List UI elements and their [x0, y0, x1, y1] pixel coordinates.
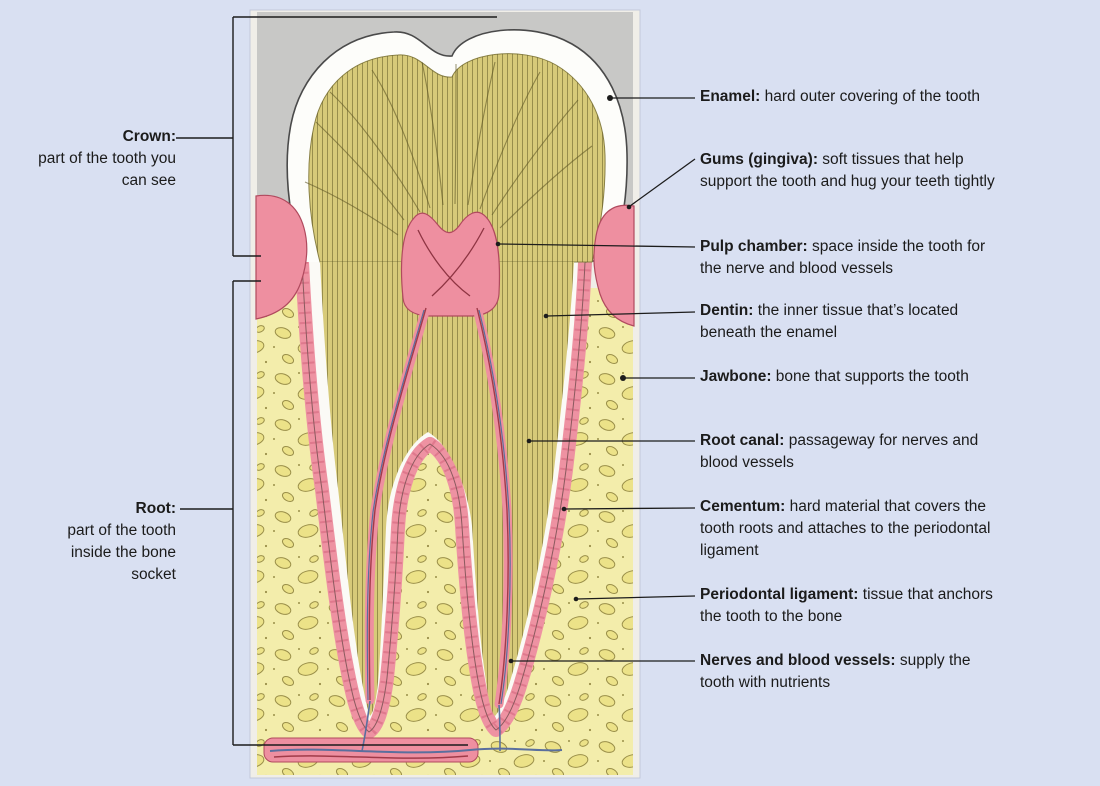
label-root-term: Root: [135, 500, 176, 517]
gum-right [593, 204, 635, 327]
label-nerves-vessels-term: Nerves and blood vessels: [700, 652, 896, 669]
label-root: Root: part of the tooth inside the bone … [26, 498, 176, 586]
label-enamel: Enamel: hard outer covering of the tooth [700, 86, 1002, 108]
label-crown-term: Crown: [122, 128, 176, 145]
label-cementum-term: Cementum: [700, 498, 786, 515]
dentin-tubule-lines [304, 61, 593, 236]
label-cementum: Cementum: hard material that covers the … [700, 496, 1002, 562]
label-cementum-desc: hard material that covers the tooth root… [700, 498, 991, 559]
label-gums: Gums (gingiva): soft tissues that help s… [700, 149, 1002, 193]
label-dentin-desc: the inner tissue that’s located beneath … [700, 302, 959, 341]
label-root-canal: Root canal: passageway for nerves and bl… [700, 430, 1002, 474]
nerves-and-vessels-lines [269, 227, 563, 759]
label-root-canal-term: Root canal: [700, 432, 785, 449]
label-nerves-vessels-desc: supply the tooth with nutrients [700, 652, 971, 691]
label-enamel-term: Enamel: [700, 88, 761, 105]
label-periodontal-ligament-term: Periodontal ligament: [700, 586, 859, 603]
label-nerves-vessels: Nerves and blood vessels: supply the too… [700, 650, 1002, 694]
label-pulp-chamber-desc: space inside the tooth for the nerve and… [700, 238, 986, 277]
gum-left [255, 194, 308, 320]
label-jawbone-term: Jawbone: [700, 368, 772, 385]
label-gums-term: Gums (gingiva): [700, 151, 818, 168]
label-root-canal-desc: passageway for nerves and blood vessels [700, 432, 979, 471]
label-jawbone: Jawbone: bone that supports the tooth [700, 366, 1002, 388]
label-dentin-term: Dentin: [700, 302, 754, 319]
label-gums-desc: soft tissues that help support the tooth… [700, 151, 995, 190]
leader-lines [498, 97, 696, 662]
label-enamel-desc: hard outer covering of the tooth [764, 88, 981, 105]
label-periodontal-ligament-desc: tissue that anchors the tooth to the bon… [700, 586, 993, 625]
crown-bracket [176, 16, 497, 257]
label-periodontal-ligament: Periodontal ligament: tissue that anchor… [700, 584, 1002, 628]
label-jawbone-desc: bone that supports the tooth [775, 368, 969, 385]
label-pulp-chamber: Pulp chamber: space inside the tooth for… [700, 236, 1002, 280]
label-pulp-chamber-term: Pulp chamber: [700, 238, 808, 255]
leader-dots [495, 95, 632, 664]
label-root-desc: part of the tooth inside the bone socket [67, 522, 176, 583]
label-crown: Crown: part of the tooth you can see [26, 126, 176, 192]
root-bracket [180, 280, 468, 746]
label-crown-desc: part of the tooth you can see [38, 150, 176, 189]
label-dentin: Dentin: the inner tissue that’s located … [700, 300, 1002, 344]
